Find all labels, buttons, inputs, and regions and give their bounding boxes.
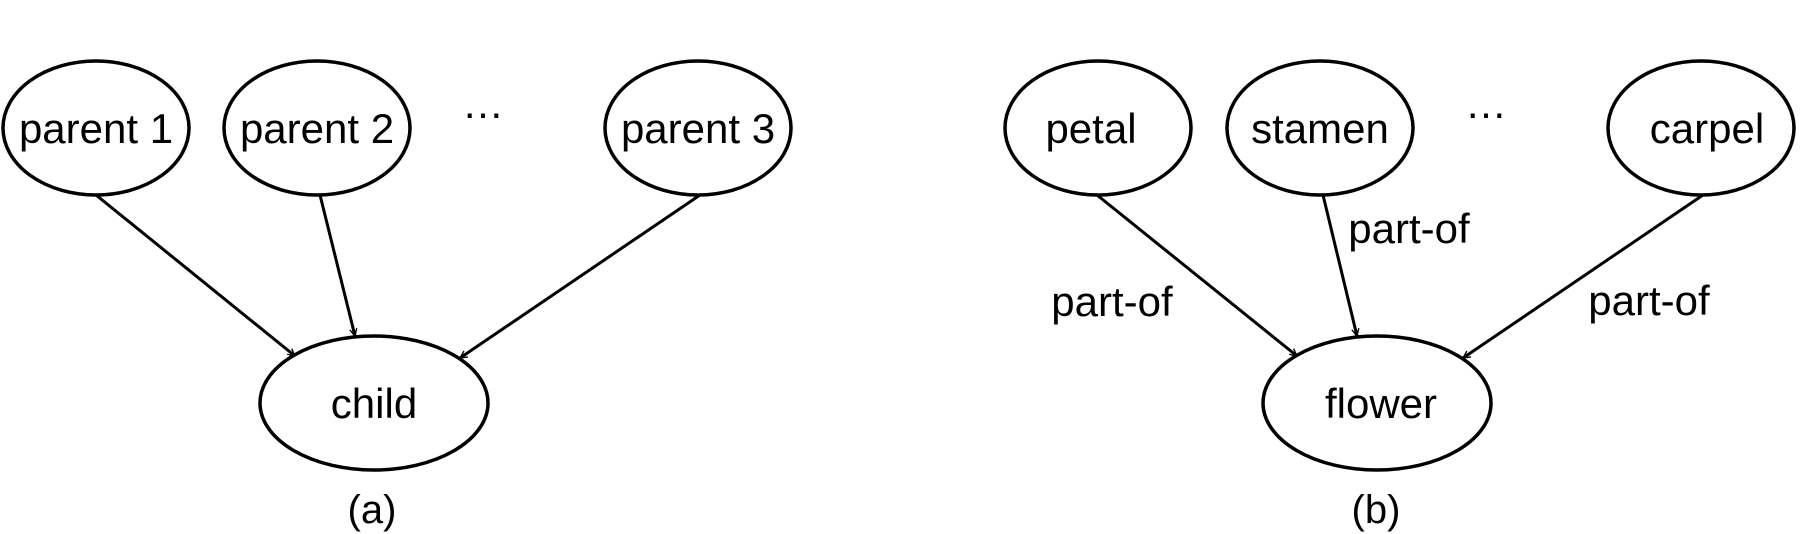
node-parent-2 [222,59,412,197]
panel-a: parent 1 parent 2 … parent 3 child (a) [1,59,793,532]
node-parent-1-label: parent 1 [19,105,173,152]
node-child [258,334,490,472]
edge-parent1-child [95,193,295,358]
edge-petal-flower [1096,193,1297,358]
edge-parent2-child [318,194,355,336]
ellipsis-b: … [1465,80,1507,127]
node-flower [1261,334,1493,472]
node-parent-3 [603,59,793,197]
caption-b: (b) [1352,488,1401,532]
node-parent-2-label: parent 2 [240,105,394,152]
node-carpel-label: carpel [1650,105,1764,152]
edge-label-petal: part-of [1051,278,1173,325]
node-carpel [1606,59,1796,197]
caption-a: (a) [348,488,397,532]
node-stamen-label: stamen [1251,105,1389,152]
edge-label-carpel: part-of [1588,277,1710,324]
ellipsis-a: … [462,80,504,127]
node-parent-3-label: parent 3 [621,105,775,152]
edge-stamen-flower [1321,194,1357,336]
node-parent-1 [1,59,191,197]
edge-parent3-child [460,193,701,360]
node-flower-label: flower [1325,380,1437,427]
edge-carpel-flower [1463,193,1704,360]
node-petal [1003,59,1193,197]
edge-label-stamen: part-of [1348,205,1470,252]
node-child-label: child [331,380,417,427]
node-petal-label: petal [1045,105,1136,152]
panel-b: petal stamen … carpel flower part-of par… [1003,59,1796,532]
node-stamen [1225,59,1415,197]
